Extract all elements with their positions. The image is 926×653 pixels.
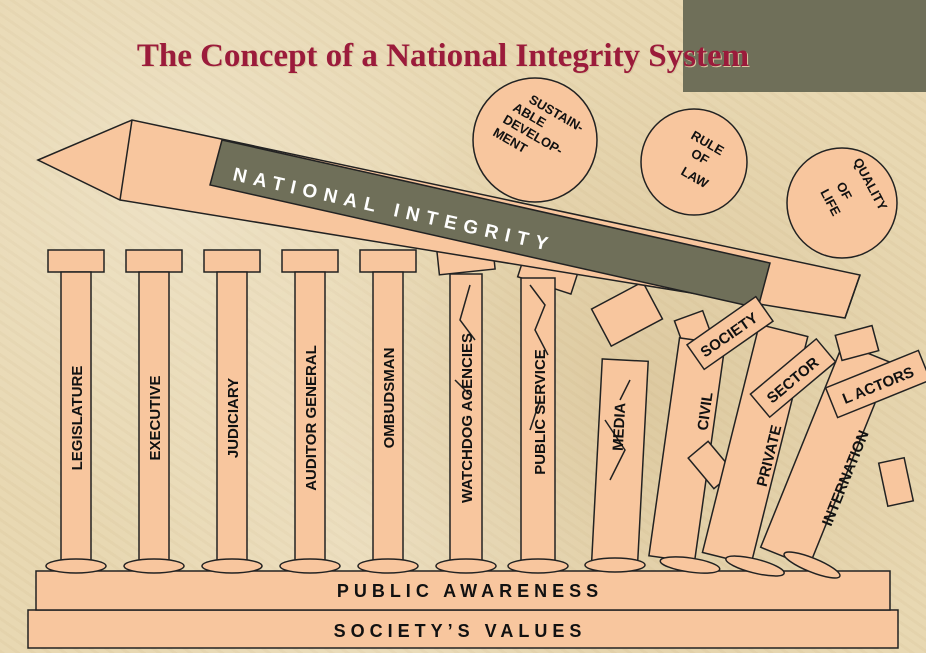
goal-circle-quality-of-life xyxy=(786,147,898,259)
sector-block xyxy=(749,337,837,419)
goal-circle-rule-of-law xyxy=(640,108,748,216)
pillar-legislature xyxy=(45,249,107,574)
pillar-auditor-general xyxy=(279,249,341,574)
label-auditor-general: AUDITOR GENERAL xyxy=(303,345,320,491)
label-societys-values: SOCIETY’S VALUES xyxy=(334,621,587,641)
pillar-executive xyxy=(123,249,185,574)
label-judiciary: JUDICIARY xyxy=(225,378,242,458)
label-civil: CIVIL xyxy=(694,391,716,431)
corner-block xyxy=(683,0,926,92)
label-media: MEDIA xyxy=(610,402,630,451)
label-public-awareness: PUBLIC AWARENESS xyxy=(337,581,603,601)
label-public-service: PUBLIC SERVICE xyxy=(532,349,549,475)
actors-block xyxy=(824,349,926,419)
society-block xyxy=(685,295,775,371)
pillar-media xyxy=(584,280,664,573)
pillar-public-service xyxy=(507,252,580,574)
label-ombudsman: OMBUDSMAN xyxy=(381,348,398,449)
label-executive: EXECUTIVE xyxy=(147,375,164,460)
goal-circle-sustainable-development xyxy=(472,77,598,203)
label-legislature: LEGISLATURE xyxy=(69,366,86,471)
pillar-judiciary xyxy=(201,249,263,574)
title-text: The Concept of a National Integrity Syst… xyxy=(136,38,750,74)
pencil xyxy=(36,119,861,319)
page-title: The Concept of a National Integrity Syst… xyxy=(0,38,926,75)
label-watchdog-agencies: WATCHDOG AGENCIES xyxy=(459,333,476,503)
pillar-ombudsman xyxy=(357,249,419,574)
